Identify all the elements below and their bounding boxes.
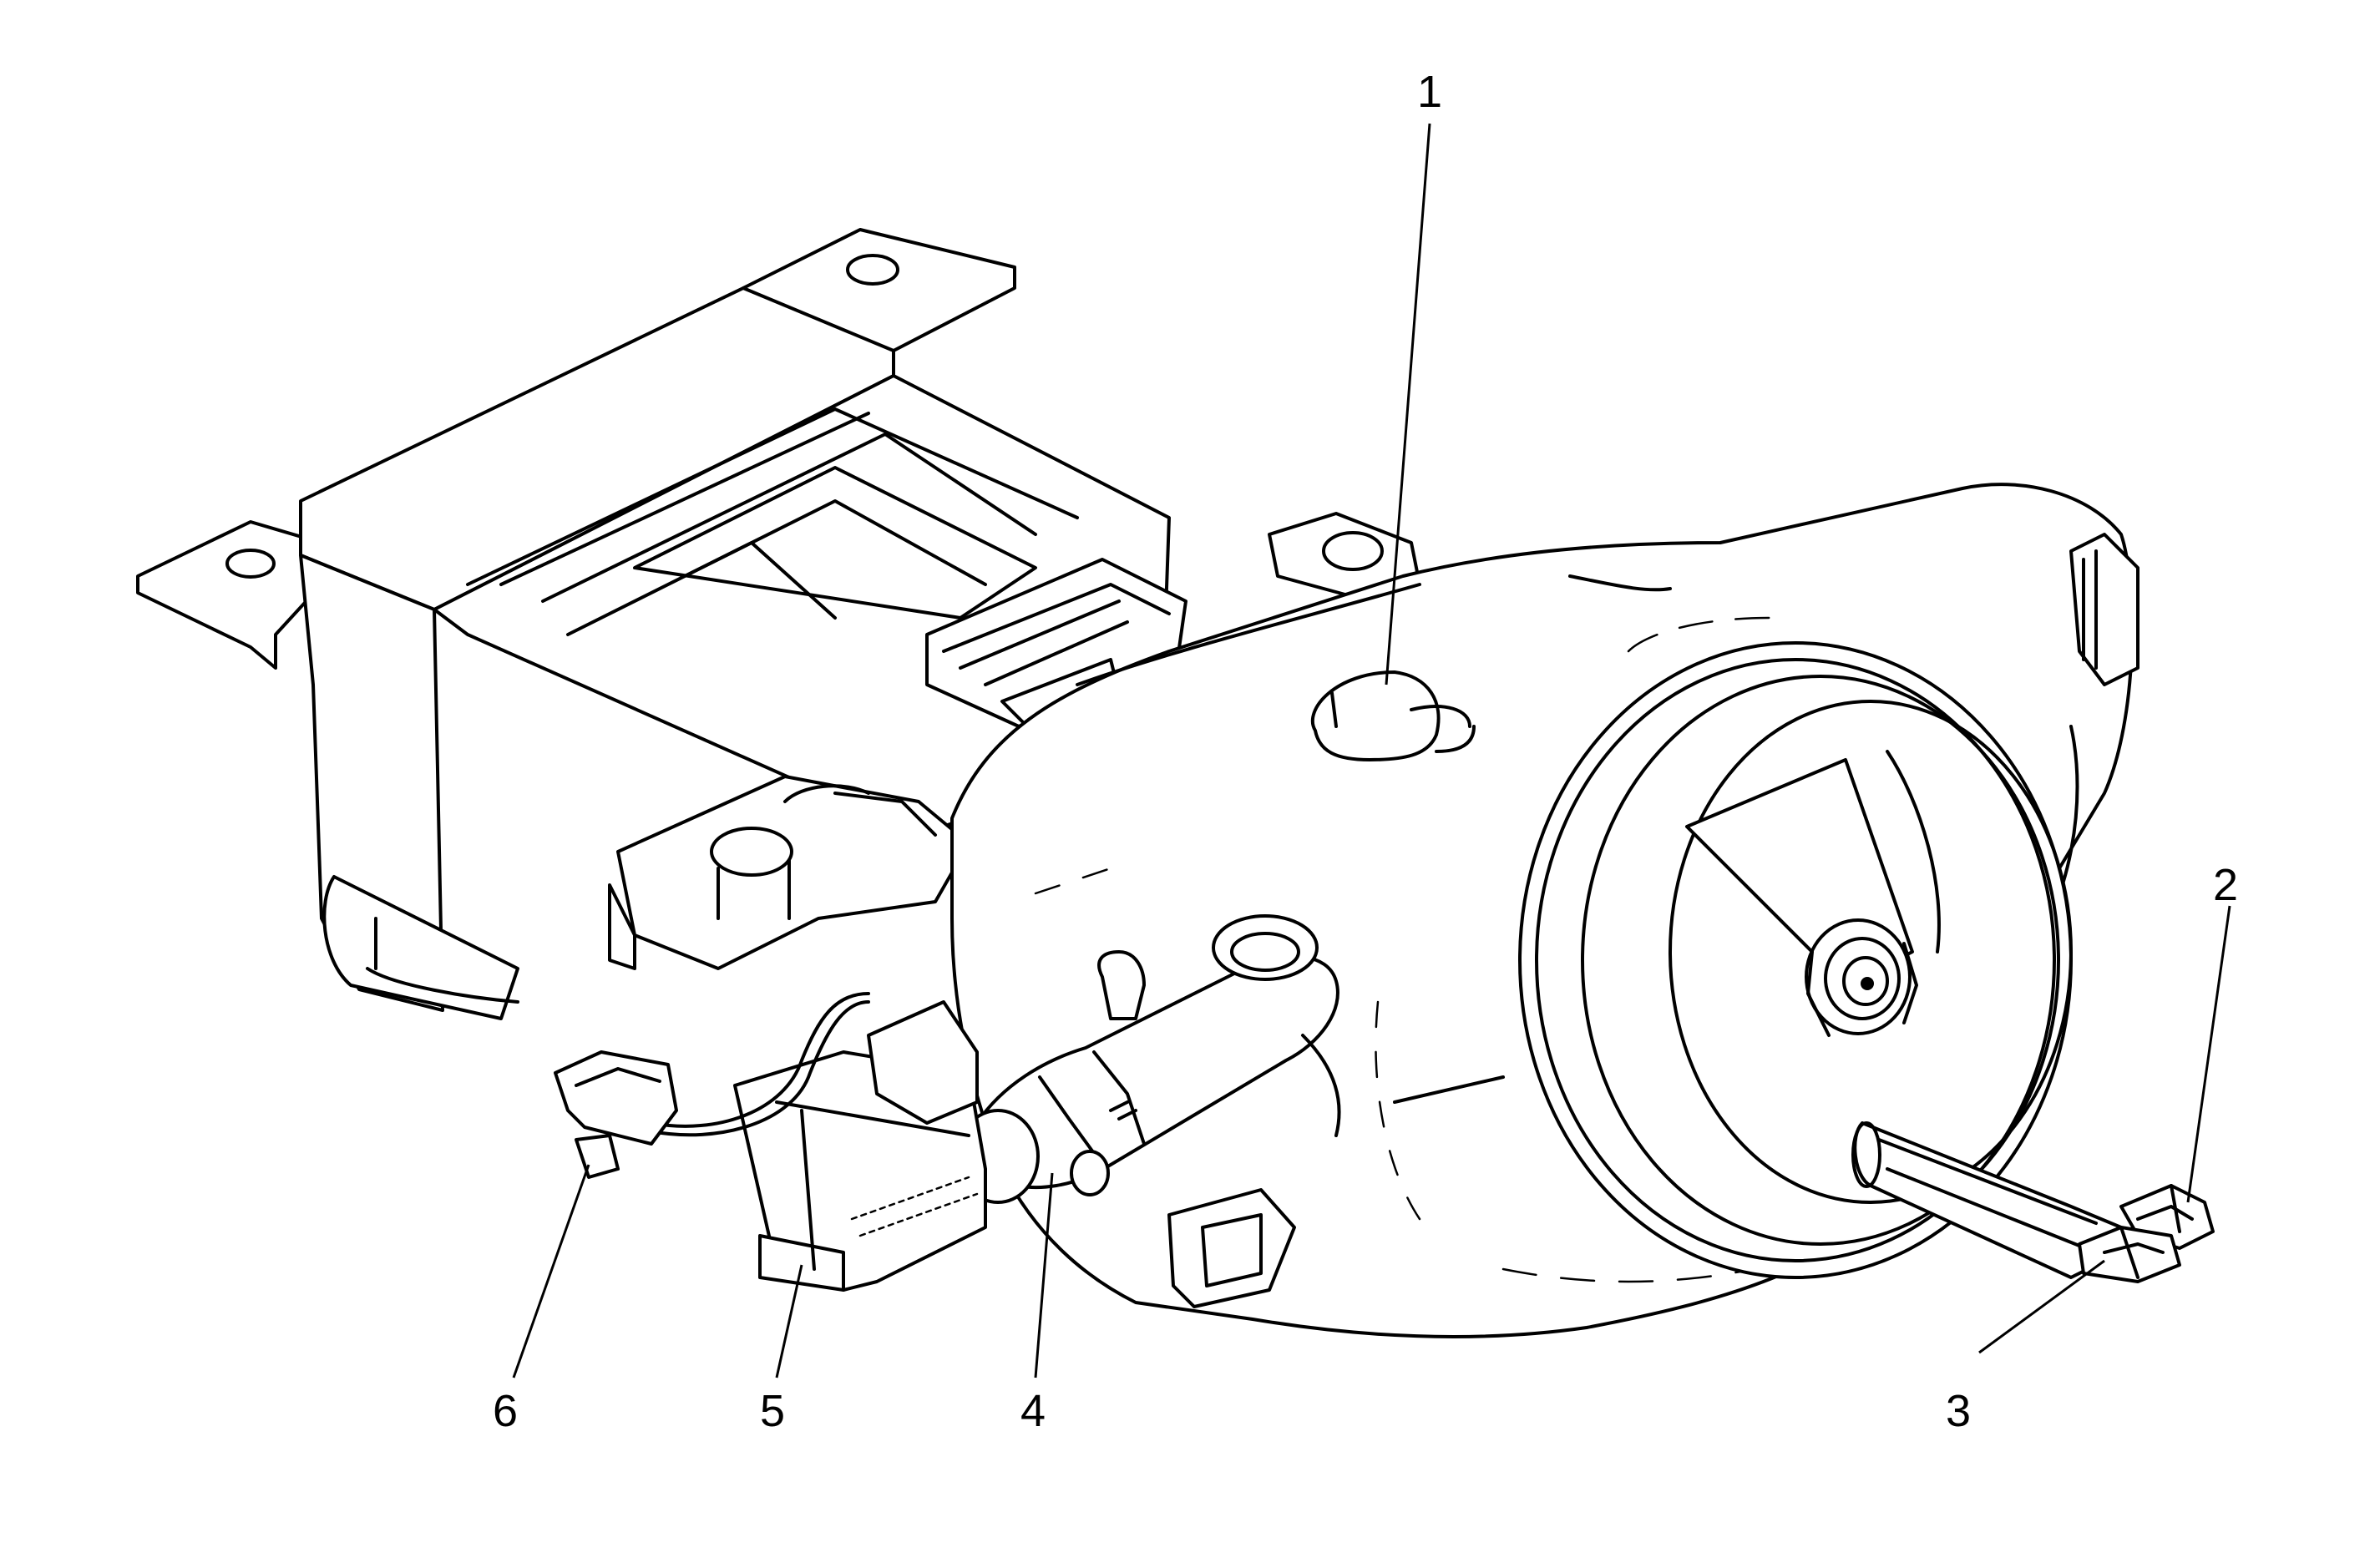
callout-6: 6 [493,1386,518,1436]
leader-3 [1978,1259,2105,1354]
harness-right [1851,1121,2215,1283]
callout-labels: 1 2 3 4 5 6 [493,67,2238,1436]
callout-3: 3 [1946,1386,1971,1436]
leader-6 [512,1164,590,1378]
callout-5: 5 [760,1386,785,1436]
hazard-button [1167,1188,1296,1308]
harness-left [554,992,870,1179]
leader-5 [775,1264,803,1378]
callout-1: 1 [1417,67,1442,117]
leader-1 [1385,123,1431,685]
steering-hub [1518,641,2073,1279]
leader-2 [2186,905,2231,1203]
leader-lines [512,123,2231,1378]
leader-4 [1034,1172,1054,1378]
mounting-bracket [136,228,1421,1020]
callout-2: 2 [2213,860,2238,910]
callout-4: 4 [1020,1386,1046,1436]
turn-signal-lever [956,914,1341,1204]
release-lever [1310,670,1476,761]
switch-module [733,1000,987,1292]
